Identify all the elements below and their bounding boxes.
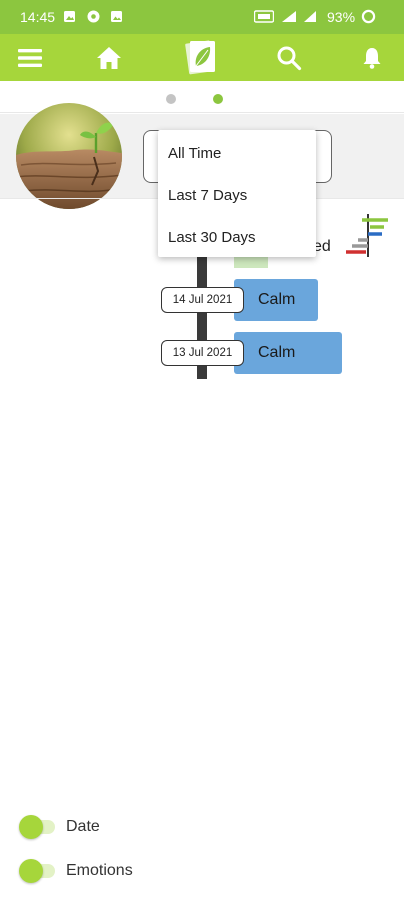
notifications-button[interactable] [355, 41, 389, 75]
home-button[interactable] [92, 41, 126, 75]
emotions-toggle-label: Emotions [66, 862, 133, 879]
nfc-icon [254, 10, 274, 23]
bell-icon [363, 48, 381, 69]
wifi-icon [282, 11, 296, 22]
date-label: 13 Jul 2021 [172, 347, 233, 359]
emotion-label: Calm [258, 344, 296, 361]
battery-percent: 93% [327, 9, 356, 25]
seedling-photo [16, 103, 122, 209]
chart-toggle-icon[interactable] [344, 212, 392, 260]
journal-logo-icon [185, 40, 215, 75]
status-bar: 14:45 93% [0, 0, 404, 34]
avatar[interactable] [16, 103, 122, 209]
date-label: 14 Jul 2021 [172, 294, 233, 306]
home-icon [97, 47, 121, 69]
status-time: 14:45 [20, 9, 56, 25]
app-bar [0, 34, 404, 81]
cellular-signal-icon [304, 11, 316, 22]
page-dot-1[interactable] [166, 94, 176, 104]
toggle-knob [19, 859, 43, 883]
search-button[interactable] [272, 41, 306, 75]
period-option-all-time[interactable]: All Time [168, 145, 222, 162]
date-toggle[interactable] [19, 815, 55, 839]
period-option-last-30-days[interactable]: Last 30 Days [168, 229, 256, 246]
emotion-card[interactable]: Calm [234, 279, 318, 321]
emotions-toggle[interactable] [19, 859, 55, 883]
timeline-line [197, 256, 207, 379]
period-dropdown-menu: All Time Last 7 Days Last 30 Days [158, 130, 316, 257]
date-pill: 13 Jul 2021 [161, 340, 244, 366]
chrome-notification-icon [87, 10, 100, 23]
menu-icon [18, 49, 42, 67]
page-dot-2-active[interactable] [213, 94, 223, 104]
photo-notification-icon [64, 11, 75, 22]
period-option-last-7-days[interactable]: Last 7 Days [168, 187, 248, 204]
emotion-label: Calm [258, 291, 296, 308]
image-notification-icon [111, 11, 122, 22]
emotion-card-partial-text: ed [313, 238, 331, 255]
emotion-card-partial[interactable] [234, 256, 268, 268]
date-toggle-label: Date [66, 818, 100, 835]
battery-ring-icon [361, 9, 376, 24]
divider [0, 112, 404, 113]
emotion-card[interactable]: Calm [234, 332, 342, 374]
menu-button[interactable] [13, 41, 47, 75]
toggle-knob [19, 815, 43, 839]
date-pill: 14 Jul 2021 [161, 287, 244, 313]
search-icon [277, 46, 302, 71]
journal-logo-button[interactable] [183, 38, 219, 76]
